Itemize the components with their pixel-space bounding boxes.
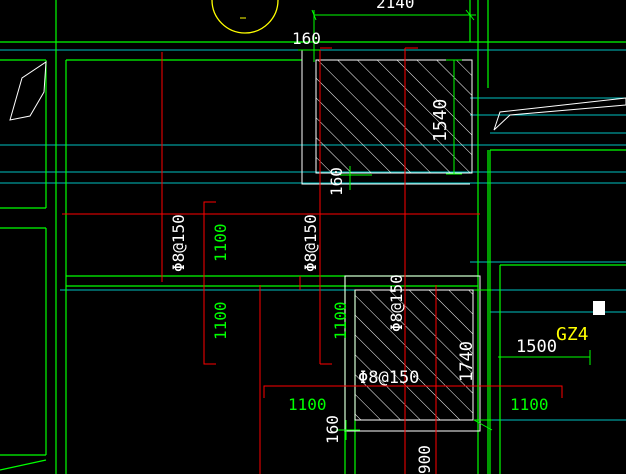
tag-gz4: GZ4	[556, 324, 589, 345]
length-1100-b: 1100	[211, 301, 230, 340]
length-1100-d: 1100	[288, 395, 327, 414]
dim-1540: 1540	[430, 99, 451, 142]
yellow-arc	[211, 0, 279, 34]
length-1100-a: 1100	[211, 223, 230, 262]
dimension-texts: 2140 160 1540 160 Φ8@150 Φ8@150 Φ8@150 Φ…	[169, 0, 589, 474]
rebar-lines	[62, 47, 563, 474]
column-top	[301, 50, 473, 185]
dim-160-top: 160	[292, 29, 321, 48]
left-wall-block	[9, 61, 47, 121]
right-wall-block	[493, 97, 626, 131]
dim-900: 900	[415, 445, 434, 474]
dim-1500: 1500	[516, 337, 557, 357]
rebar-spec-left: Φ8@150	[169, 214, 188, 272]
rebar-spec-bottom: Φ8@150	[358, 368, 419, 388]
column-bottom	[344, 275, 481, 432]
length-1100-c: 1100	[331, 301, 350, 340]
selection-grip[interactable]	[593, 301, 605, 315]
rebar-spec-mid: Φ8@150	[301, 214, 320, 272]
rebar-spec-right: Φ8@150	[387, 274, 406, 332]
dimension-lines	[298, 9, 591, 440]
dim-160-bottom: 160	[323, 415, 342, 444]
top-dim-2140: 2140	[376, 0, 415, 12]
dim-1740: 1740	[457, 341, 477, 382]
length-1100-e: 1100	[510, 395, 549, 414]
dim-160-mid: 160	[327, 167, 346, 196]
